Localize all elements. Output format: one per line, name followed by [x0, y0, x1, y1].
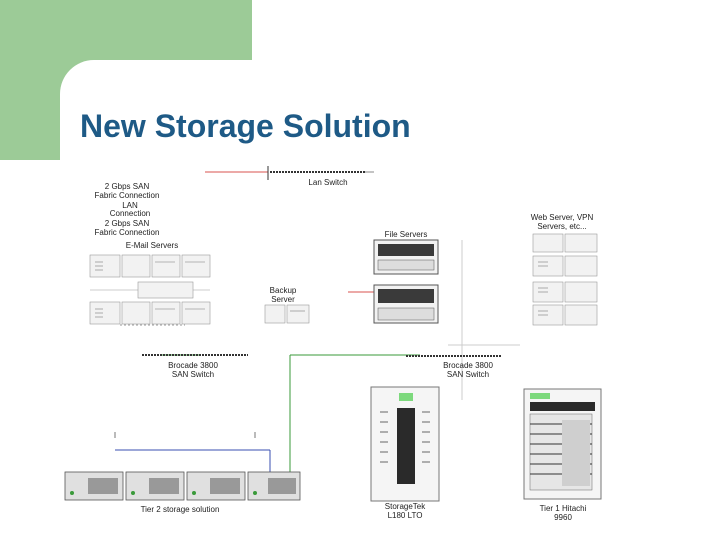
tier2-storage-units — [64, 471, 301, 501]
backup-server-label-a: Backup — [270, 286, 297, 295]
backup-server — [264, 304, 310, 324]
storagetek-library — [370, 386, 440, 502]
san-fabric-label-2b: Fabric Connection — [95, 228, 160, 237]
hitachi-array — [523, 388, 602, 500]
web-servers-label-a: Web Server, VPN — [531, 213, 594, 222]
brocade-right-label-b: SAN Switch — [447, 370, 489, 379]
san-fabric-label-1a: 2 Gbps SAN — [105, 182, 150, 191]
lan-connection-label-a: LAN — [122, 201, 138, 210]
slide-title: New Storage Solution — [80, 108, 411, 144]
brocade-right-label-a: Brocade 3800 — [443, 361, 493, 370]
lan-switch-label: Lan Switch — [308, 178, 347, 187]
connection-lines — [90, 166, 520, 500]
storagetek-label-a: StorageTek — [385, 502, 426, 511]
san-fabric-label-1b: Fabric Connection — [95, 191, 160, 200]
hitachi-label-b: 9960 — [554, 513, 572, 522]
storagetek-label-b: L180 LTO — [388, 511, 423, 520]
email-servers-group — [89, 254, 211, 325]
web-servers-label-b: Servers, etc... — [537, 222, 586, 231]
lan-connection-label-b: Connection — [110, 209, 150, 218]
backup-server-label-b: Server — [271, 295, 295, 304]
brocade-left-label-a: Brocade 3800 — [168, 361, 218, 370]
tier2-label: Tier 2 storage solution — [141, 505, 220, 514]
san-fabric-label-2a: 2 Gbps SAN — [105, 219, 150, 228]
brocade-left-label-b: SAN Switch — [172, 370, 214, 379]
hitachi-label-a: Tier 1 Hitachi — [540, 504, 587, 513]
email-servers-label: E-Mail Servers — [126, 241, 178, 250]
web-servers-group — [532, 233, 598, 326]
file-servers-label: File Servers — [385, 230, 428, 239]
file-servers-group — [373, 239, 439, 324]
